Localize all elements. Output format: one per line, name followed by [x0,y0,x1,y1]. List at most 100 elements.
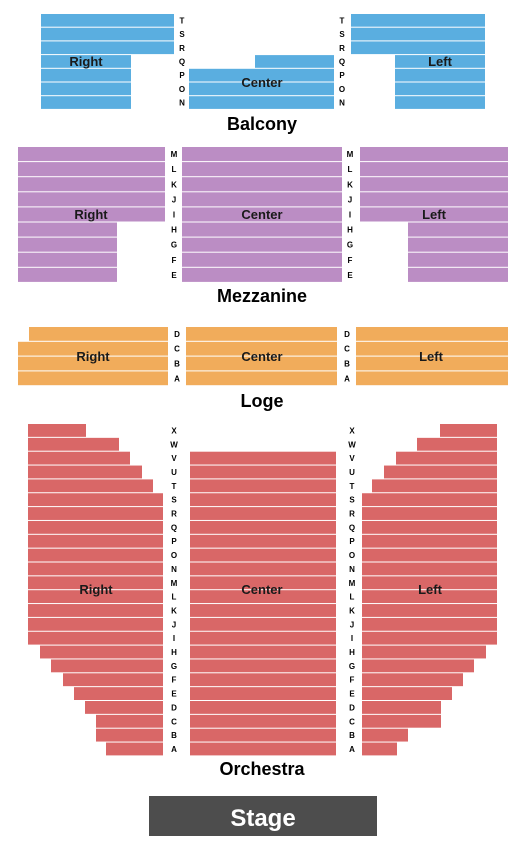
mezzanine-left-row-f[interactable] [408,252,508,267]
mezzanine-right-row-g[interactable] [18,237,117,252]
loge-center-row-d[interactable] [186,327,337,341]
orchestra-left-row-g[interactable] [362,659,474,673]
orchestra-right-row-p[interactable] [28,534,163,548]
orchestra-left-row-w[interactable] [417,437,497,451]
orchestra-right-row-u[interactable] [28,465,142,479]
mezzanine-center-row-i[interactable] [182,207,342,222]
orchestra-left-row-i[interactable] [362,631,497,645]
mezzanine-center-row-l[interactable] [182,162,342,177]
orchestra-right-row-r[interactable] [28,507,163,520]
mezzanine-right-row-f[interactable] [18,252,117,267]
orchestra-left-row-n[interactable] [362,562,497,576]
orchestra-right-row-l[interactable] [28,590,163,604]
mezzanine-left-row-m[interactable] [360,147,508,162]
loge-left-row-a[interactable] [356,371,508,386]
orchestra-left-row-q[interactable] [362,520,497,534]
mezzanine-left-row-h[interactable] [408,222,508,237]
orchestra-left-row-b[interactable] [362,728,408,742]
orchestra-center-row-i[interactable] [190,631,336,645]
mezzanine-center-row-j[interactable] [182,192,342,207]
mezzanine-left-row-e[interactable] [408,267,508,282]
balcony-center-row-q[interactable] [255,55,334,68]
orchestra-center-row-a[interactable] [190,742,336,756]
orchestra-right-row-e[interactable] [74,687,163,700]
orchestra-right-row-m[interactable] [28,576,163,590]
mezzanine-left-row-l[interactable] [360,162,508,177]
mezzanine-left-row-i[interactable] [360,207,508,222]
mezzanine-left-row-k[interactable] [360,177,508,192]
balcony-left-row-n[interactable] [395,96,485,109]
orchestra-center-row-n[interactable] [190,562,336,576]
orchestra-right-row-t[interactable] [28,479,153,493]
orchestra-left-row-m[interactable] [362,576,497,590]
orchestra-right-row-d[interactable] [85,701,163,714]
mezzanine-center-row-k[interactable] [182,177,342,192]
orchestra-left-row-d[interactable] [362,701,441,714]
loge-center-row-c[interactable] [186,341,337,356]
loge-center-row-b[interactable] [186,356,337,371]
orchestra-center-row-q[interactable] [190,520,336,534]
orchestra-right-row-v[interactable] [28,451,130,465]
orchestra-left-row-t[interactable] [372,479,497,493]
balcony-right-row-t[interactable] [41,14,174,27]
balcony-right-row-o[interactable] [41,82,131,96]
orchestra-left-row-v[interactable] [396,451,497,465]
orchestra-right-row-b[interactable] [96,728,163,742]
orchestra-center-row-g[interactable] [190,659,336,673]
orchestra-center-row-p[interactable] [190,534,336,548]
orchestra-center-row-b[interactable] [190,728,336,742]
balcony-right-row-n[interactable] [41,96,131,109]
loge-center-row-a[interactable] [186,371,337,386]
balcony-center-row-n[interactable] [189,96,334,109]
orchestra-right-row-w[interactable] [28,437,119,451]
orchestra-center-row-s[interactable] [190,493,336,507]
loge-right-row-b[interactable] [18,356,168,371]
orchestra-center-row-l[interactable] [190,590,336,604]
orchestra-right-row-q[interactable] [28,520,163,534]
orchestra-center-row-e[interactable] [190,687,336,700]
orchestra-center-row-m[interactable] [190,576,336,590]
orchestra-right-row-a[interactable] [106,742,163,756]
mezzanine-right-row-j[interactable] [18,192,165,207]
orchestra-left-row-u[interactable] [384,465,497,479]
orchestra-left-row-h[interactable] [362,645,486,659]
balcony-left-row-r[interactable] [351,41,485,55]
balcony-right-row-p[interactable] [41,68,131,82]
mezzanine-right-row-i[interactable] [18,207,165,222]
orchestra-center-row-v[interactable] [190,451,336,465]
balcony-center-row-p[interactable] [189,68,334,82]
loge-left-row-d[interactable] [356,327,508,341]
loge-left-row-b[interactable] [356,356,508,371]
orchestra-right-row-s[interactable] [28,493,163,507]
orchestra-center-row-h[interactable] [190,645,336,659]
orchestra-right-row-x[interactable] [28,424,86,437]
orchestra-center-row-k[interactable] [190,604,336,617]
orchestra-right-row-c[interactable] [96,714,163,728]
orchestra-left-row-e[interactable] [362,687,452,700]
mezzanine-left-row-j[interactable] [360,192,508,207]
orchestra-center-row-c[interactable] [190,714,336,728]
mezzanine-center-row-g[interactable] [182,237,342,252]
mezzanine-right-row-m[interactable] [18,147,165,162]
mezzanine-right-row-k[interactable] [18,177,165,192]
orchestra-right-row-o[interactable] [28,548,163,562]
orchestra-left-row-j[interactable] [362,617,497,631]
orchestra-center-row-f[interactable] [190,673,336,687]
mezzanine-center-row-f[interactable] [182,252,342,267]
mezzanine-right-row-e[interactable] [18,267,117,282]
orchestra-right-row-j[interactable] [28,617,163,631]
mezzanine-right-row-h[interactable] [18,222,117,237]
orchestra-center-row-r[interactable] [190,507,336,520]
loge-right-row-d[interactable] [29,327,168,341]
orchestra-right-row-k[interactable] [28,604,163,617]
orchestra-left-row-f[interactable] [362,673,463,687]
orchestra-left-row-c[interactable] [362,714,441,728]
mezzanine-center-row-h[interactable] [182,222,342,237]
orchestra-left-row-r[interactable] [362,507,497,520]
loge-right-row-a[interactable] [18,371,168,386]
orchestra-right-row-n[interactable] [28,562,163,576]
orchestra-left-row-o[interactable] [362,548,497,562]
orchestra-right-row-h[interactable] [40,645,163,659]
orchestra-left-row-p[interactable] [362,534,497,548]
orchestra-right-row-g[interactable] [51,659,163,673]
